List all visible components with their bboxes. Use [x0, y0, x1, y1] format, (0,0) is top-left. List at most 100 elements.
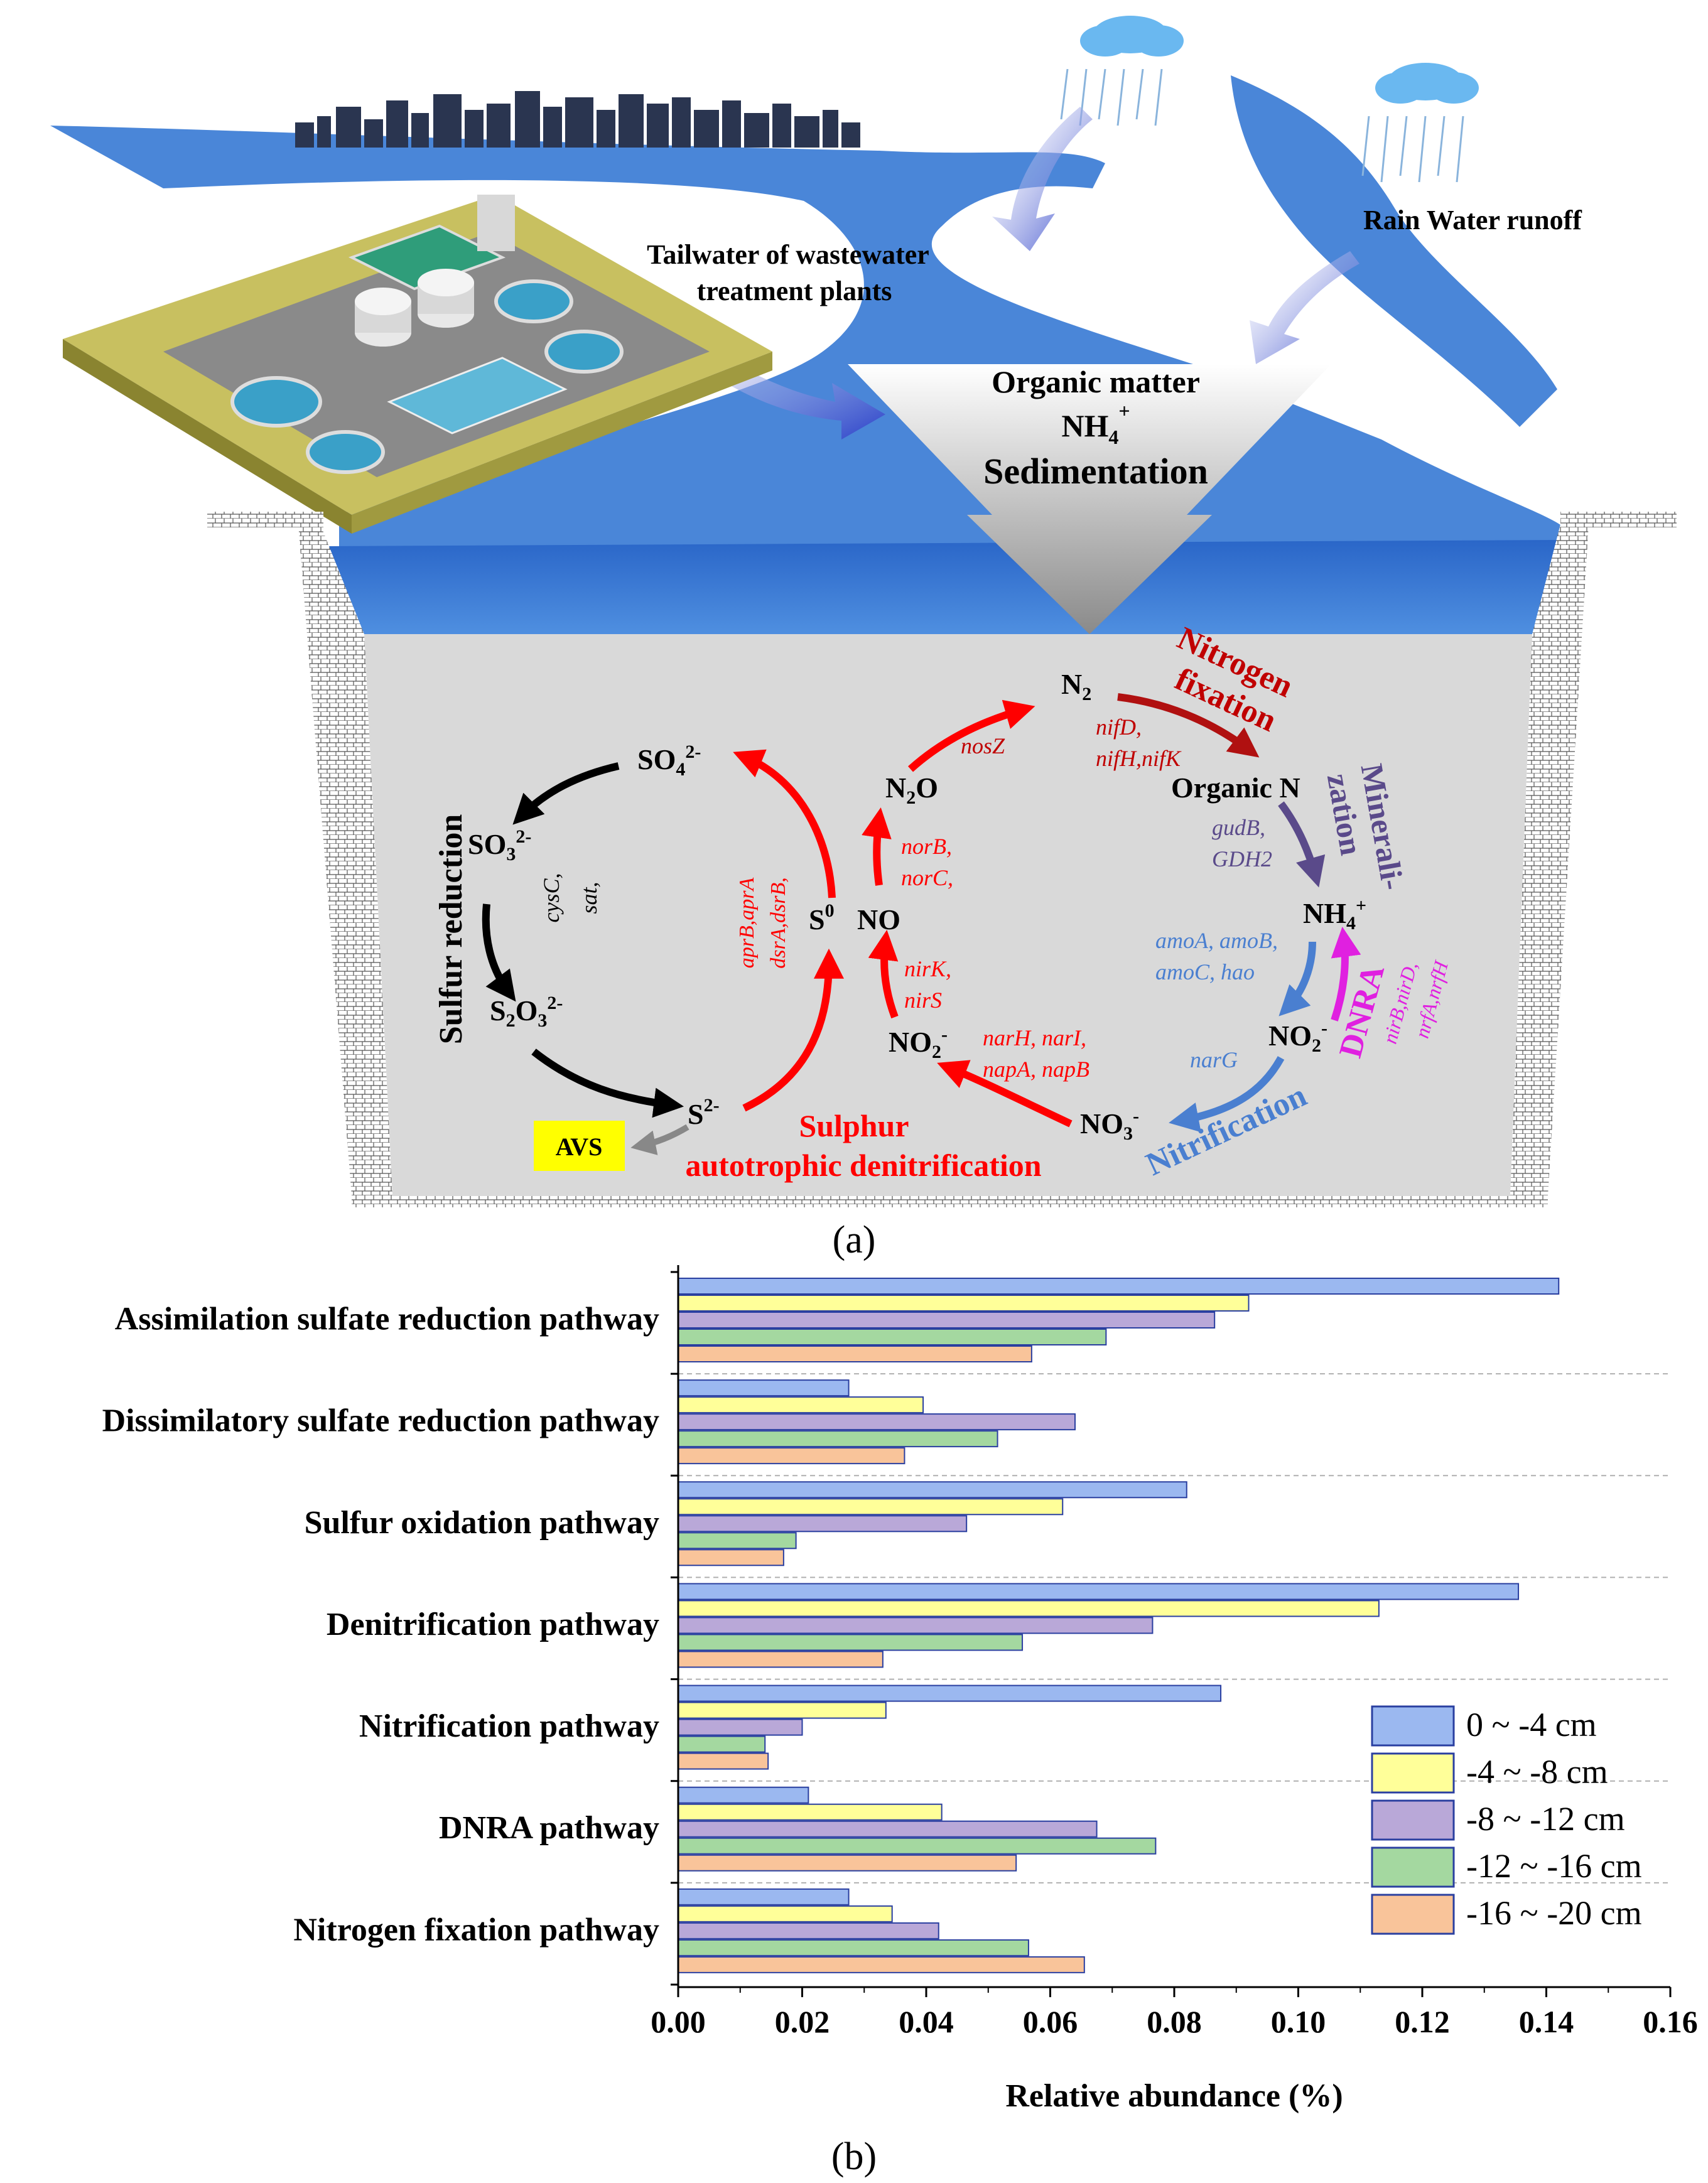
ground-right [1560, 512, 1677, 527]
bar [678, 1413, 1076, 1431]
bar [678, 1312, 1216, 1329]
category-label: Nitrification pathway [359, 1708, 659, 1744]
genes-sat: sat, [576, 881, 602, 914]
category-label: Denitrification pathway [327, 1607, 659, 1642]
legend-label: -4 ~ -8 cm [1466, 1753, 1608, 1791]
node-n2: N2 [1061, 668, 1091, 704]
bar [678, 1634, 1024, 1651]
bar [678, 1837, 1157, 1855]
node-no2-left: NO2- [889, 1024, 948, 1062]
genes-nirk-2: nirS [904, 988, 942, 1013]
bar [678, 1956, 1085, 1973]
bar [678, 1379, 850, 1397]
sediment-basin [364, 634, 1532, 1196]
sad-label-line2: autotrophic denitrification [685, 1148, 1041, 1183]
legend-swatch [1371, 1752, 1455, 1794]
arrow-no2-no [868, 929, 899, 1019]
rain-runoff-label: Rain Water runoff [1363, 205, 1582, 235]
node-s2o3: S2O32- [490, 993, 563, 1031]
panel-b-label: (b) [831, 2135, 877, 2178]
arrow-no-n2o [862, 807, 892, 886]
cloud-icon [1361, 63, 1479, 183]
x-axis-label: Relative abundance (%) [1005, 2078, 1343, 2114]
arrow-no2-no3 [1169, 1056, 1285, 1133]
basin-wall-left [298, 524, 392, 1196]
arrow-s2-avs [630, 1124, 689, 1155]
genes-nor-1: norB, [901, 834, 952, 859]
panel-a-label: (a) [833, 1219, 876, 1261]
legend-swatch [1371, 1846, 1455, 1888]
avs-label: AVS [556, 1133, 603, 1161]
genes-cysc: cysC, [539, 873, 564, 923]
bar [678, 1651, 884, 1668]
chart-bars [678, 1278, 1560, 1973]
legend-label: -12 ~ -16 cm [1466, 1847, 1642, 1885]
node-s2: S2- [688, 1095, 720, 1130]
genes-amo-2: amoC, hao [1155, 959, 1255, 984]
genes-gud-2: GDH2 [1212, 846, 1272, 871]
x-tick-label: 0.16 [1643, 2004, 1698, 2039]
x-tick-label: 0.08 [1147, 2004, 1202, 2039]
node-s0: S0 [809, 900, 835, 935]
funnel-organic-matter: Organic matter [992, 364, 1200, 399]
node-n2o: N2O [885, 772, 938, 808]
bar [678, 1617, 1154, 1634]
bar [678, 1905, 893, 1922]
runoff-arrow [992, 107, 1093, 251]
bar [678, 1345, 1032, 1362]
tailwater-label-line2: treatment plants [697, 276, 892, 306]
bar [678, 1329, 1107, 1345]
genes-gud-1: gudB, [1212, 815, 1265, 840]
bar [678, 1600, 1380, 1617]
bar [678, 1888, 850, 1905]
sulfur-reduction-label: Sulfur reduction [433, 814, 469, 1045]
legend-label: -8 ~ -12 cm [1466, 1800, 1625, 1838]
bar [678, 1396, 924, 1414]
chart-category-labels: Assimilation sulfate reduction pathwayDi… [102, 1302, 659, 1948]
bar [678, 1549, 784, 1566]
category-label: Assimilation sulfate reduction pathway [115, 1302, 659, 1337]
funnel-nh4: NH4+ [1061, 399, 1130, 448]
basin-wall-right [1510, 524, 1589, 1196]
node-so4: SO42- [637, 741, 701, 780]
genes-nosz: nosZ [961, 733, 1005, 758]
genes-nor-2: norC, [901, 865, 953, 890]
bar [678, 1922, 939, 1939]
node-no2-right: NO2- [1268, 1018, 1327, 1056]
x-tick-label: 0.12 [1395, 2004, 1450, 2039]
sad-label-line1: Sulphur [799, 1108, 909, 1143]
genes-nirk-1: nirK, [904, 956, 951, 981]
bar [678, 1447, 905, 1465]
tailwater-label-line1: Tailwater of wastewater [647, 239, 929, 270]
genes-nif-1: nifD, [1096, 714, 1142, 740]
arrow-so3-s2o3 [482, 903, 516, 1002]
legend-swatch [1371, 1799, 1455, 1841]
bar [678, 1735, 766, 1753]
legend-swatch [1371, 1894, 1455, 1935]
arrow-n2-organic [1117, 693, 1260, 758]
category-label: Dissimilatory sulfate reduction pathway [102, 1403, 659, 1439]
ground-left [207, 512, 323, 527]
bar [678, 1854, 1017, 1872]
genes-amo-1: amoA, amoB, [1155, 928, 1278, 953]
bar [678, 1430, 998, 1448]
x-tick-label: 0.04 [899, 2004, 954, 2039]
bar [678, 1515, 968, 1533]
arrow-s2-s0 [742, 948, 844, 1112]
genes-apr: aprB,aprA [735, 878, 759, 969]
runoff-arrow [1250, 251, 1359, 364]
category-label: Nitrogen fixation pathway [293, 1912, 659, 1948]
bar [678, 1532, 797, 1550]
sedimentation-funnel [848, 364, 1331, 634]
chart-legend: 0 ~ -4 cm-4 ~ -8 cm-8 ~ -12 cm-12 ~ -16 … [1371, 1705, 1642, 1935]
genes-nif-2: nifH,nifK [1096, 746, 1182, 771]
bar [678, 1278, 1560, 1295]
bar [678, 1295, 1250, 1312]
bar [678, 1752, 769, 1770]
arrow-so4-so3 [512, 762, 620, 825]
x-tick-label: 0.10 [1271, 2004, 1326, 2039]
wastewater-plant-image [63, 195, 772, 534]
bar [678, 1498, 1064, 1516]
